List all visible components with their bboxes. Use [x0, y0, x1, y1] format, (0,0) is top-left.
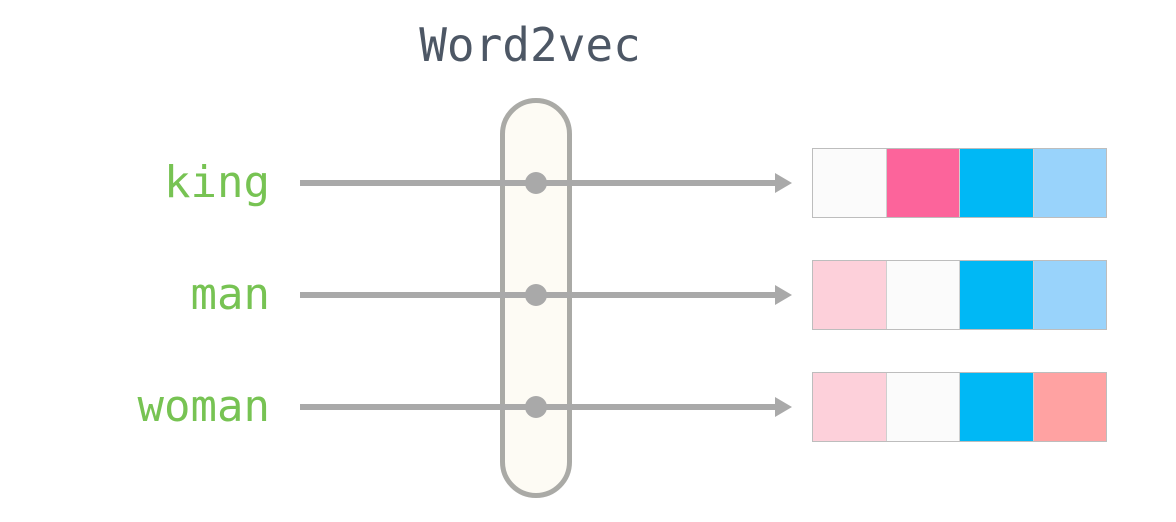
vector-cell — [813, 373, 887, 441]
word-label-man: man — [190, 269, 270, 320]
model-node-dot — [525, 172, 547, 194]
vector-cell — [813, 261, 887, 329]
arrow-right-icon — [775, 285, 792, 305]
arrow-right-icon — [775, 173, 792, 193]
embedding-vector-man — [812, 260, 1107, 330]
embedding-vector-king — [812, 148, 1107, 218]
vector-cell — [960, 149, 1034, 217]
word-label-woman: woman — [137, 381, 270, 432]
vector-cell — [1033, 149, 1106, 217]
embedding-vector-woman — [812, 372, 1107, 442]
vector-cell — [886, 149, 960, 217]
diagram-title: Word2vec — [419, 18, 641, 72]
vector-cell — [960, 373, 1034, 441]
word-label-king: king — [164, 157, 270, 208]
vector-cell — [813, 149, 887, 217]
vector-cell — [1033, 373, 1106, 441]
model-node-dot — [525, 284, 547, 306]
vector-cell — [960, 261, 1034, 329]
model-node-dot — [525, 396, 547, 418]
vector-cell — [1033, 261, 1106, 329]
arrow-right-icon — [775, 397, 792, 417]
vector-cell — [886, 373, 960, 441]
vector-cell — [886, 261, 960, 329]
